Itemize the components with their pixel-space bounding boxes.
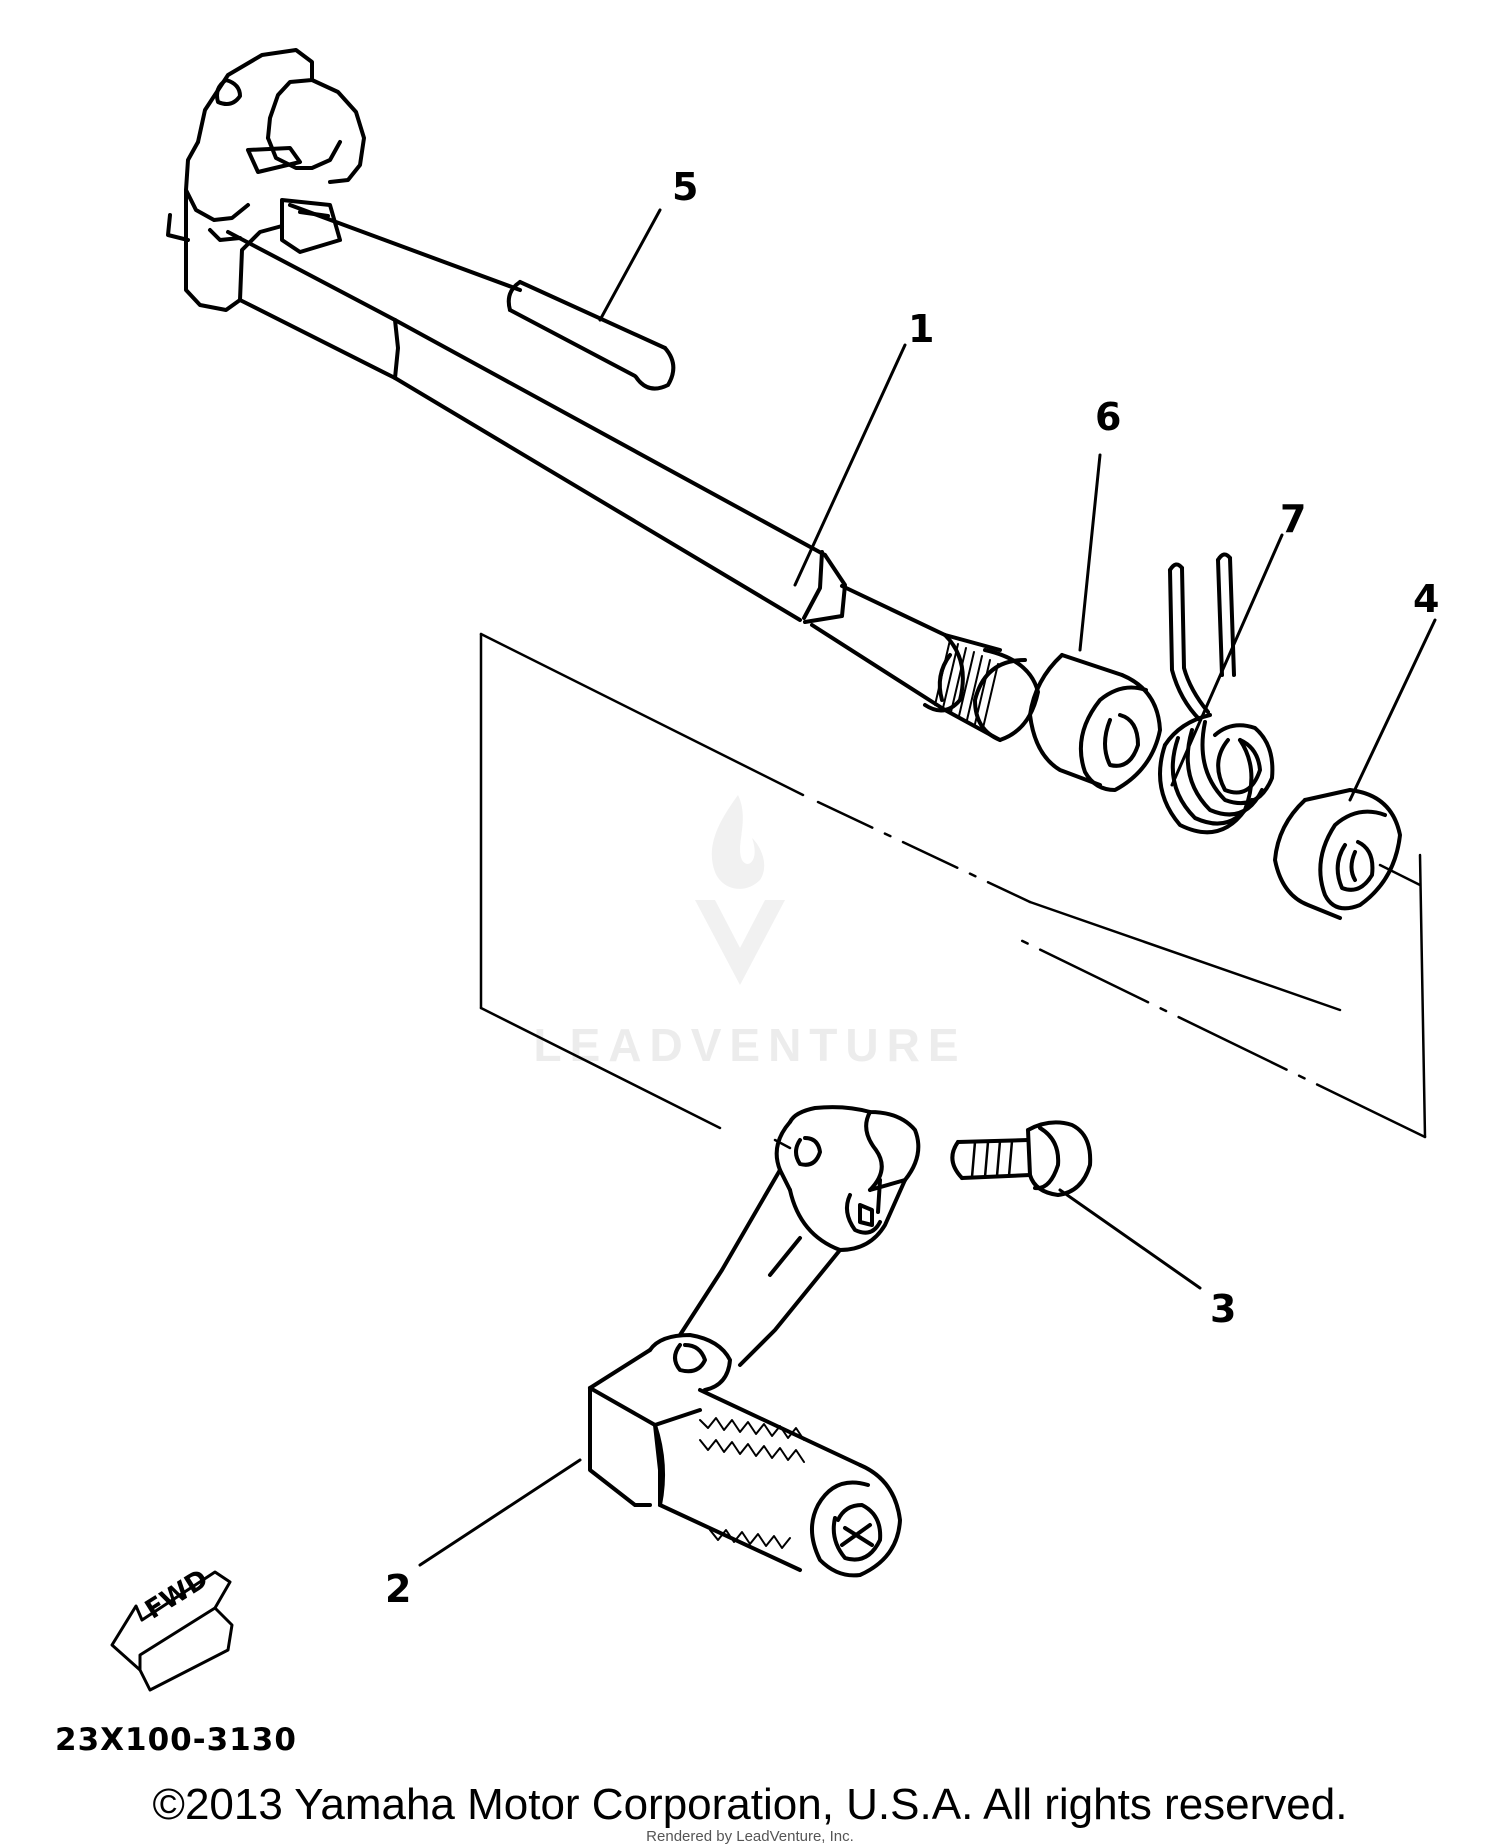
diagram-code: 23X100-3130 xyxy=(55,1722,297,1758)
oil-seal xyxy=(1273,788,1402,920)
callout-2[interactable]: 2 xyxy=(385,1567,412,1611)
leader-lines xyxy=(418,208,1437,1567)
shift-shaft xyxy=(226,230,1040,742)
shift-shaft-plate xyxy=(166,48,366,312)
collar xyxy=(1028,653,1162,792)
callout-5[interactable]: 5 xyxy=(672,165,699,209)
shift-pedal xyxy=(588,1105,921,1578)
renderer-credit: Rendered by LeadVenture, Inc. xyxy=(646,1828,854,1845)
spring xyxy=(1158,552,1275,835)
callout-1[interactable]: 1 xyxy=(908,307,935,351)
callout-6[interactable]: 6 xyxy=(1095,395,1122,439)
callout-7[interactable]: 7 xyxy=(1280,497,1307,541)
copyright-notice: ©2013 Yamaha Motor Corporation, U.S.A. A… xyxy=(152,1780,1348,1829)
fwd-arrow-icon xyxy=(110,1570,234,1692)
bolt xyxy=(950,1120,1093,1197)
assembly-frame xyxy=(479,632,1427,1150)
watermark-text: LEADVENTURE xyxy=(533,1019,967,1071)
pin xyxy=(288,203,676,391)
callout-3[interactable]: 3 xyxy=(1210,1287,1237,1331)
callout-4[interactable]: 4 xyxy=(1413,577,1440,621)
